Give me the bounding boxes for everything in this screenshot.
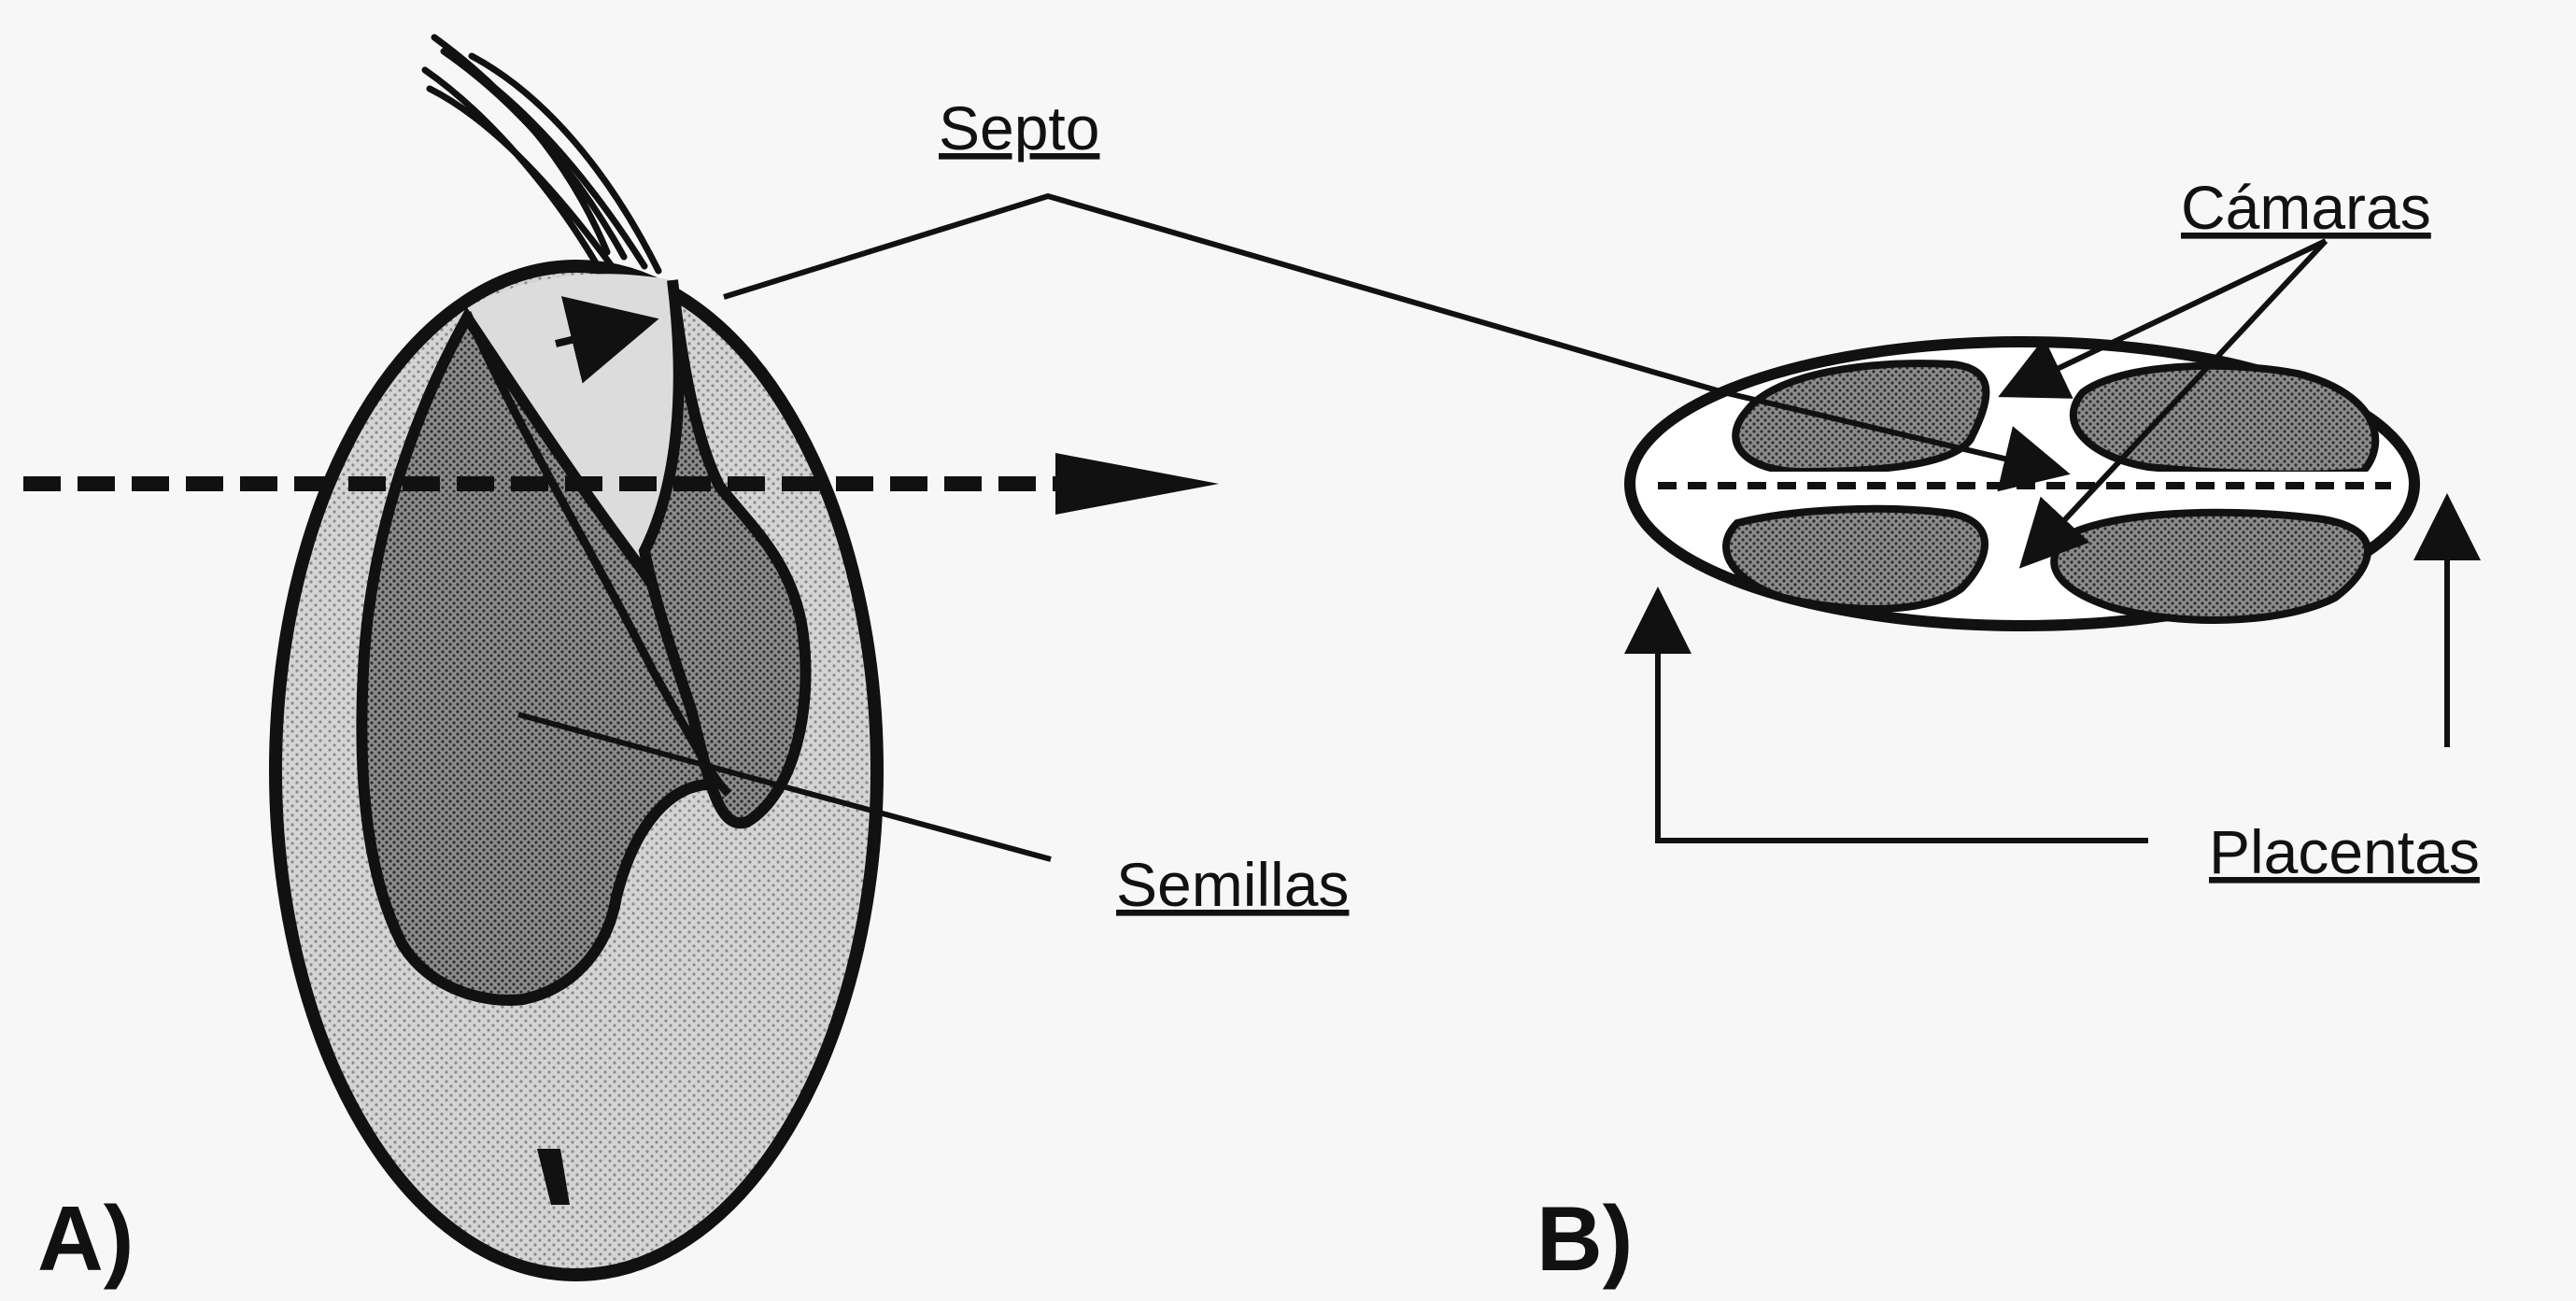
- label-semillas: Semillas: [1116, 850, 1349, 919]
- panel-label-a: A): [37, 1187, 134, 1290]
- label-placentas: Placentas: [2209, 817, 2480, 886]
- section-seed-lr: [2054, 513, 2368, 620]
- fruit-whole: [276, 37, 877, 1275]
- label-septo: Septo: [939, 93, 1099, 163]
- stem-hairs: [425, 37, 658, 271]
- panel-label-b: B): [1536, 1187, 1633, 1290]
- section-seed-ur: [2074, 366, 2375, 474]
- section-seed-ll: [1726, 509, 1985, 609]
- label-camaras: Cámaras: [2181, 173, 2431, 242]
